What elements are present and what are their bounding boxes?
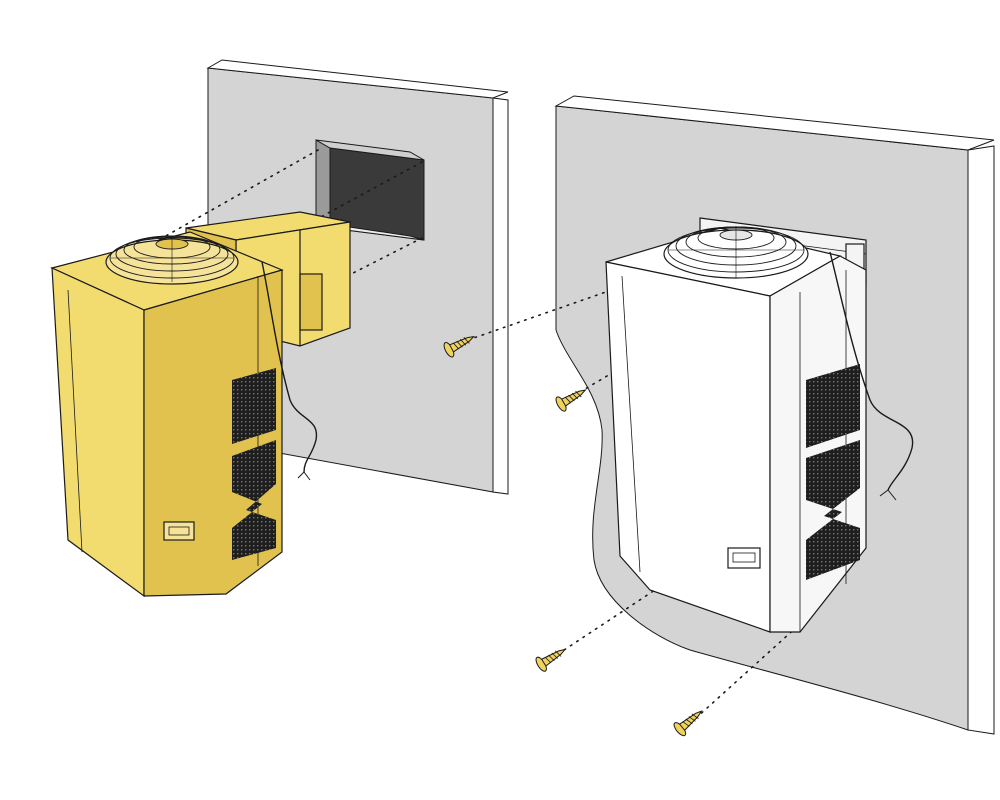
wall-opening-top [315, 139, 425, 161]
left-wall-top [206, 59, 509, 99]
right-wall-top [554, 95, 995, 151]
fan-icon [105, 235, 239, 285]
guide-line-top-right [259, 161, 423, 251]
guide-line-screw-4 [695, 623, 801, 719]
cable-wire-end [297, 471, 311, 481]
unit-front-crease [67, 289, 83, 553]
fan-icon [663, 226, 809, 279]
vent-grille-icon [806, 364, 860, 448]
screw-icon [535, 648, 567, 672]
unit-body-front [605, 261, 771, 633]
screw-icon [555, 389, 587, 412]
rating-plate [163, 521, 195, 541]
cable-icon [261, 261, 318, 473]
unit-body-side [143, 269, 283, 597]
cable-icon [829, 251, 914, 491]
condensing-unit-installed [605, 217, 914, 633]
left-wall-edge [492, 97, 509, 495]
right-wall-edge [967, 145, 995, 735]
unit-body-front [51, 267, 145, 598]
unit-front-crease [621, 275, 641, 573]
condensing-unit-highlighted [50, 211, 351, 598]
evaporator-bracket [299, 273, 323, 331]
vent-grille-icon [232, 440, 276, 560]
cable-wire-end [879, 489, 897, 501]
guide-line-top-left [147, 149, 319, 247]
wall-opening-side [315, 139, 331, 229]
rating-plate-inner [732, 552, 756, 563]
guide-line-screw-1 [467, 261, 693, 341]
vent-grille-icon [232, 368, 276, 444]
screws [443, 335, 703, 737]
vent-grille-icon [806, 440, 860, 580]
screw-icon [443, 335, 476, 358]
rating-plate-inner [168, 526, 190, 536]
guide-line-screw-3 [557, 583, 665, 655]
screw-icon [673, 710, 703, 737]
